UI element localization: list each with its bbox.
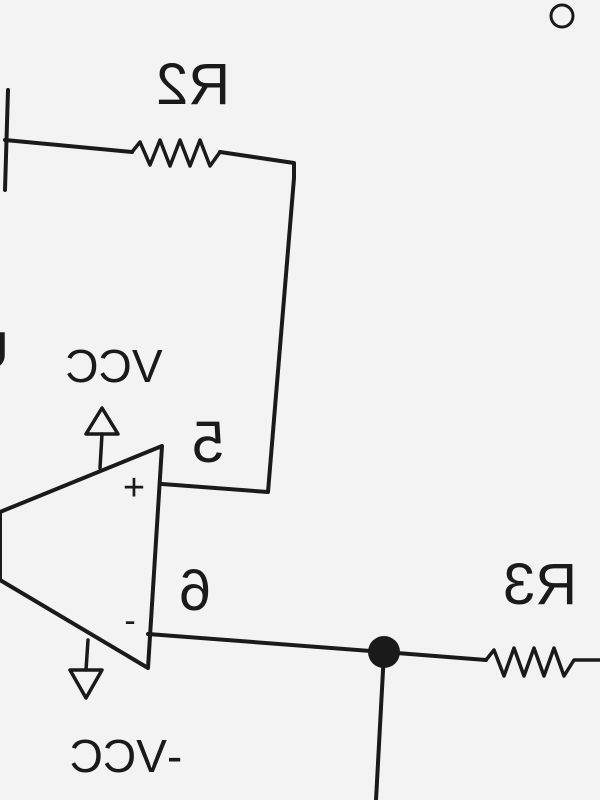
vcc-arrow-icon xyxy=(84,406,120,436)
pin6-label: 6 xyxy=(179,558,211,623)
pin6-wire xyxy=(146,632,386,654)
r3-resistor xyxy=(484,646,600,678)
neg-vcc-wire xyxy=(84,638,90,672)
minus-pin-sign: - xyxy=(124,602,135,640)
op-amp-triangle xyxy=(0,444,164,670)
partial-edge-letter: U xyxy=(0,322,9,380)
node-down-wire xyxy=(374,650,386,800)
node-to-r3-wire xyxy=(382,650,488,662)
neg-vcc-label: -VCC xyxy=(70,730,182,782)
r3-label: R3 xyxy=(503,552,577,617)
r2-label: R2 xyxy=(156,52,230,117)
pin5-label: 5 xyxy=(192,410,224,475)
vcc-wire xyxy=(98,432,104,470)
plus-pin-sign: + xyxy=(123,467,145,509)
r2-resistor xyxy=(130,138,222,168)
r2-left-wire xyxy=(3,138,134,154)
neg-vcc-arrow-icon xyxy=(68,668,104,700)
terminal-circle xyxy=(549,3,575,29)
r2-right-wire xyxy=(160,150,296,494)
vcc-label: VCC xyxy=(65,340,162,392)
junction-dot xyxy=(368,636,400,668)
